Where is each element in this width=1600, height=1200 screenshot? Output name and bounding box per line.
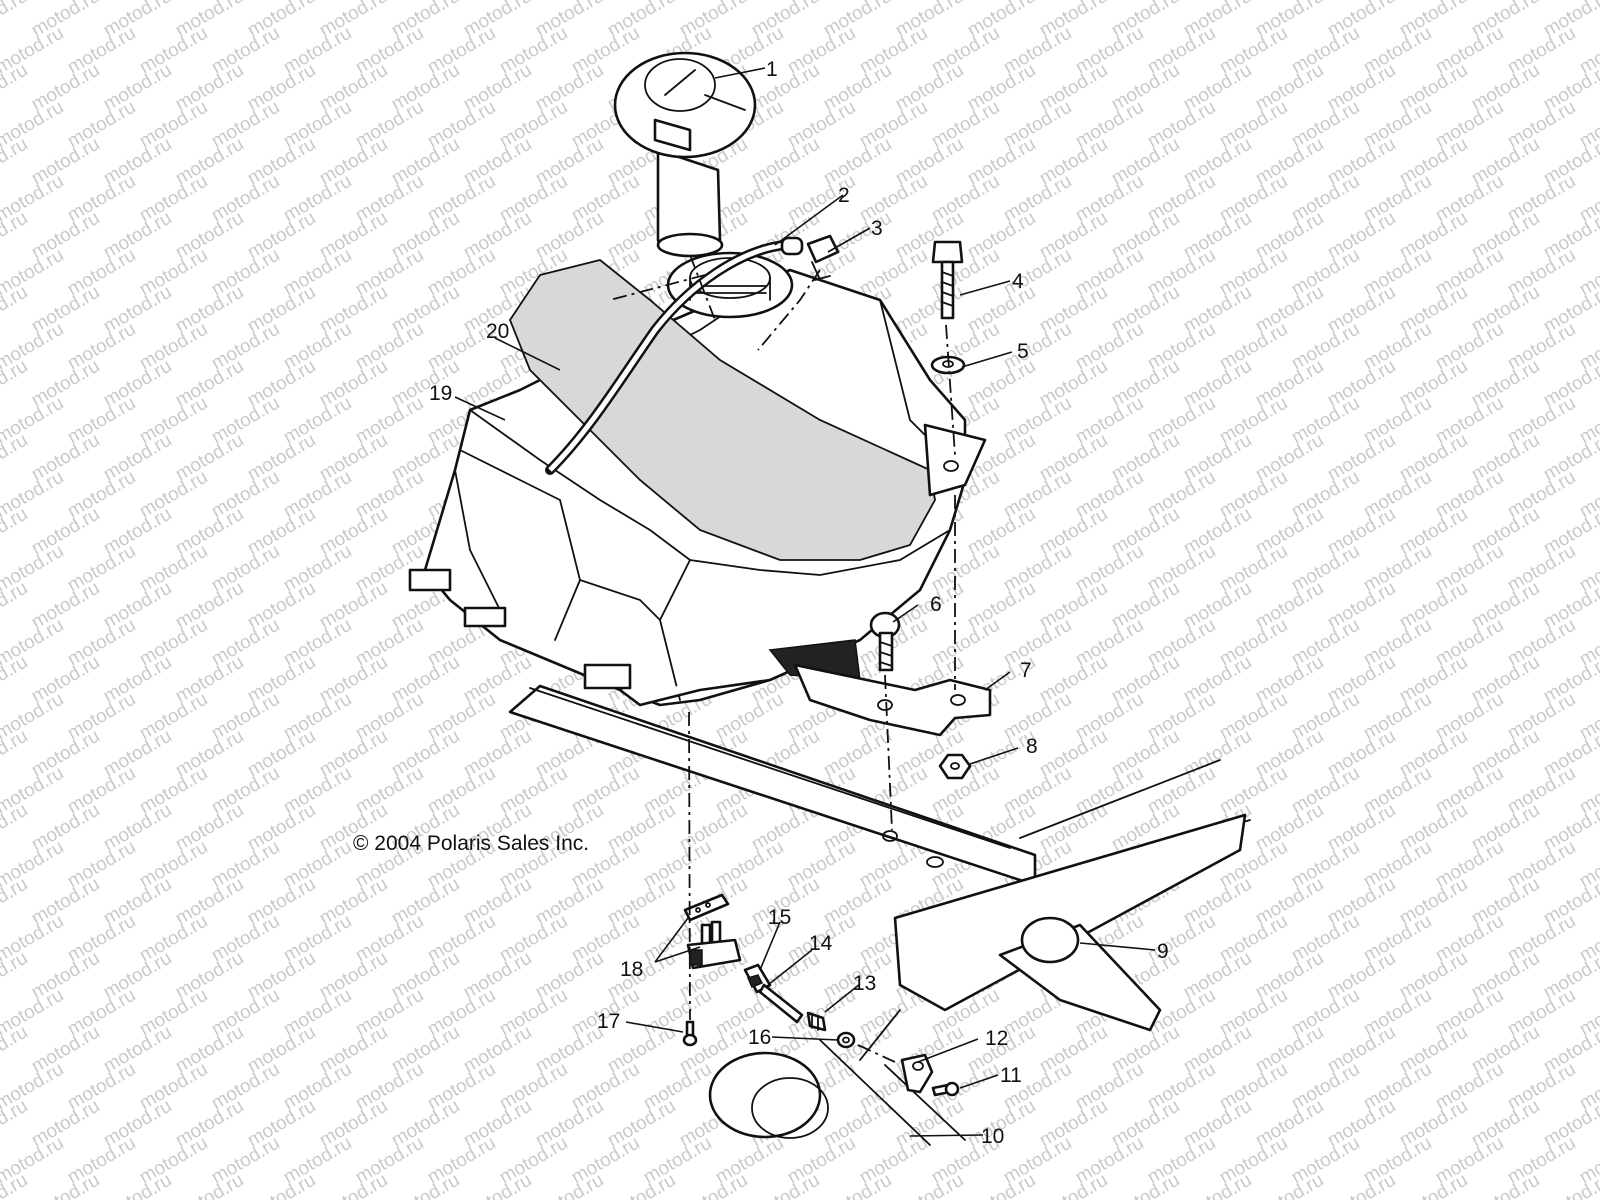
callout-2: 2	[838, 184, 850, 207]
watermark-text: motod.ru	[0, 948, 31, 1004]
callout-12: 12	[985, 1027, 1008, 1050]
callout-8: 8	[1026, 735, 1038, 758]
watermark-text: motod.ru	[1576, 0, 1600, 4]
callout-20: 20	[486, 320, 509, 343]
frame-cross-tube	[708, 1051, 829, 1139]
watermark-text: motod.ru	[0, 1096, 31, 1152]
callout-10: 10	[981, 1125, 1004, 1148]
watermark-text: motod.ru	[0, 430, 31, 486]
callout-18: 18	[620, 958, 643, 981]
watermark-text: motod.ru	[0, 134, 31, 190]
callout-19: 19	[429, 382, 452, 405]
washer-16	[836, 1031, 856, 1049]
nut-8	[938, 753, 972, 780]
copyright-notice: © 2004 Polaris Sales Inc.	[353, 832, 589, 855]
callout-15: 15	[768, 906, 791, 929]
frame-plug-9	[1020, 916, 1080, 964]
callout-6: 6	[930, 593, 942, 616]
callout-17: 17	[597, 1010, 620, 1033]
screw-11	[931, 1081, 960, 1097]
watermark-text: motod.ru	[0, 208, 31, 264]
callout-13: 13	[853, 972, 876, 995]
callout-4: 4	[1012, 270, 1024, 293]
callout-9: 9	[1157, 940, 1169, 963]
callout-16: 16	[748, 1026, 771, 1049]
watermark-text: motod.ru	[0, 1022, 31, 1078]
watermark-text: motod.ru	[0, 578, 31, 634]
watermark-text: motod.ru	[0, 874, 31, 930]
watermark-text: motod.ru	[0, 504, 31, 560]
callout-11: 11	[1000, 1064, 1022, 1087]
callout-5: 5	[1017, 340, 1029, 363]
valve-knob-12	[900, 1053, 934, 1094]
callout-1: 1	[766, 58, 778, 81]
callout-3: 3	[871, 217, 883, 240]
watermark-text: motod.ru	[0, 800, 31, 856]
callout-7: 7	[1020, 659, 1032, 682]
watermark-text: motod.ru	[0, 652, 31, 708]
watermark-text: motod.ru	[0, 0, 31, 41]
callout-14: 14	[809, 932, 833, 955]
watermark-text: motod.ru	[0, 60, 31, 116]
watermark-text: motod.ru	[0, 356, 31, 412]
screw-17	[682, 1020, 698, 1047]
watermark-text: motod.ru	[0, 282, 31, 338]
watermark-text: motod.ru	[0, 726, 31, 782]
